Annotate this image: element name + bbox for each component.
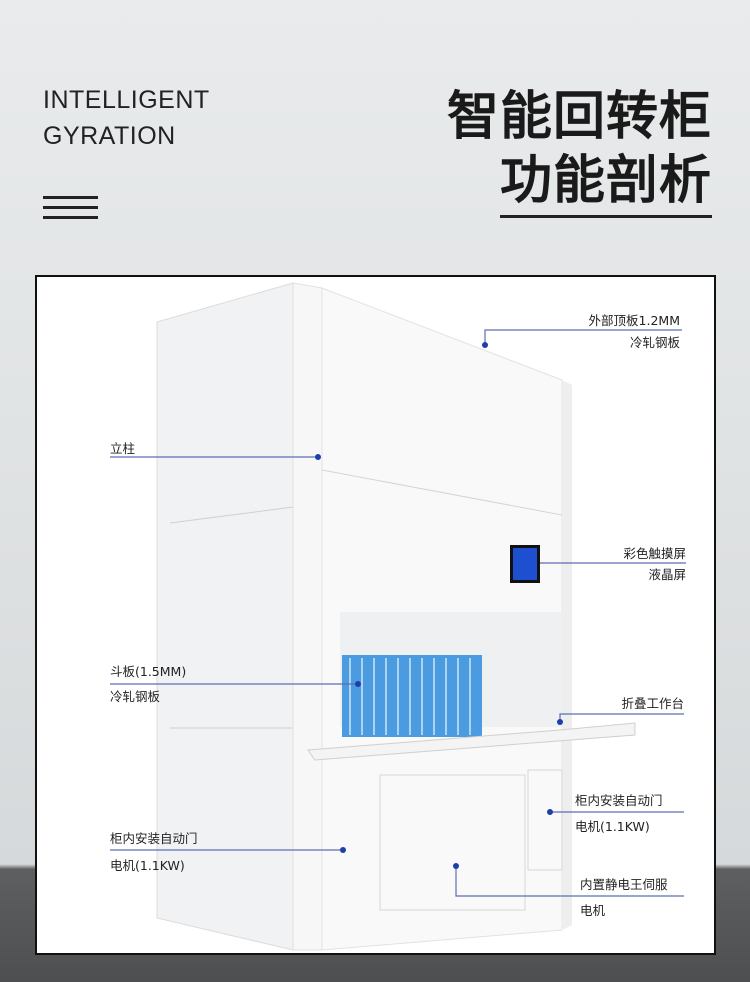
- door-motor-left-spec: 电机(1.1KW): [110, 858, 185, 873]
- hamburger-icon: [43, 196, 98, 226]
- title-line-2: GYRATION: [43, 122, 176, 150]
- cabinet-illustration: [156, 282, 636, 951]
- servo-motor-spec: 电机: [580, 903, 606, 918]
- servo-motor-label: 内置静电王伺服: [580, 877, 668, 892]
- top-panel-material: 冷轧钢板: [630, 335, 681, 350]
- tray-label: 斗板(1.5MM): [110, 664, 186, 679]
- door-motor-right-spec: 电机(1.1KW): [575, 819, 650, 834]
- chinese-title: 智能回转柜: [446, 87, 712, 147]
- door-motor-right-label: 柜内安装自动门: [575, 793, 663, 808]
- pillar-label: 立柱: [110, 441, 135, 456]
- title-line-1: INTELLIGENT: [43, 86, 210, 114]
- folding-workbench: [307, 722, 636, 761]
- touchscreen-type: 液晶屏: [648, 567, 686, 582]
- chinese-subtitle: 功能剖析: [499, 138, 712, 218]
- touchscreen-label: 彩色触摸屏: [623, 546, 686, 561]
- callout-dots: [315, 342, 563, 869]
- file-folders: [342, 655, 482, 737]
- english-title: INTELLIGENT GYRATION: [43, 82, 210, 154]
- top-panel-label: 外部顶板1.2MM: [589, 313, 680, 328]
- workbench-label: 折叠工作台: [621, 696, 684, 711]
- callout-lines: [110, 329, 686, 897]
- door-motor-left-label: 柜内安装自动门: [110, 831, 198, 846]
- tray-material: 冷轧钢板: [110, 689, 161, 704]
